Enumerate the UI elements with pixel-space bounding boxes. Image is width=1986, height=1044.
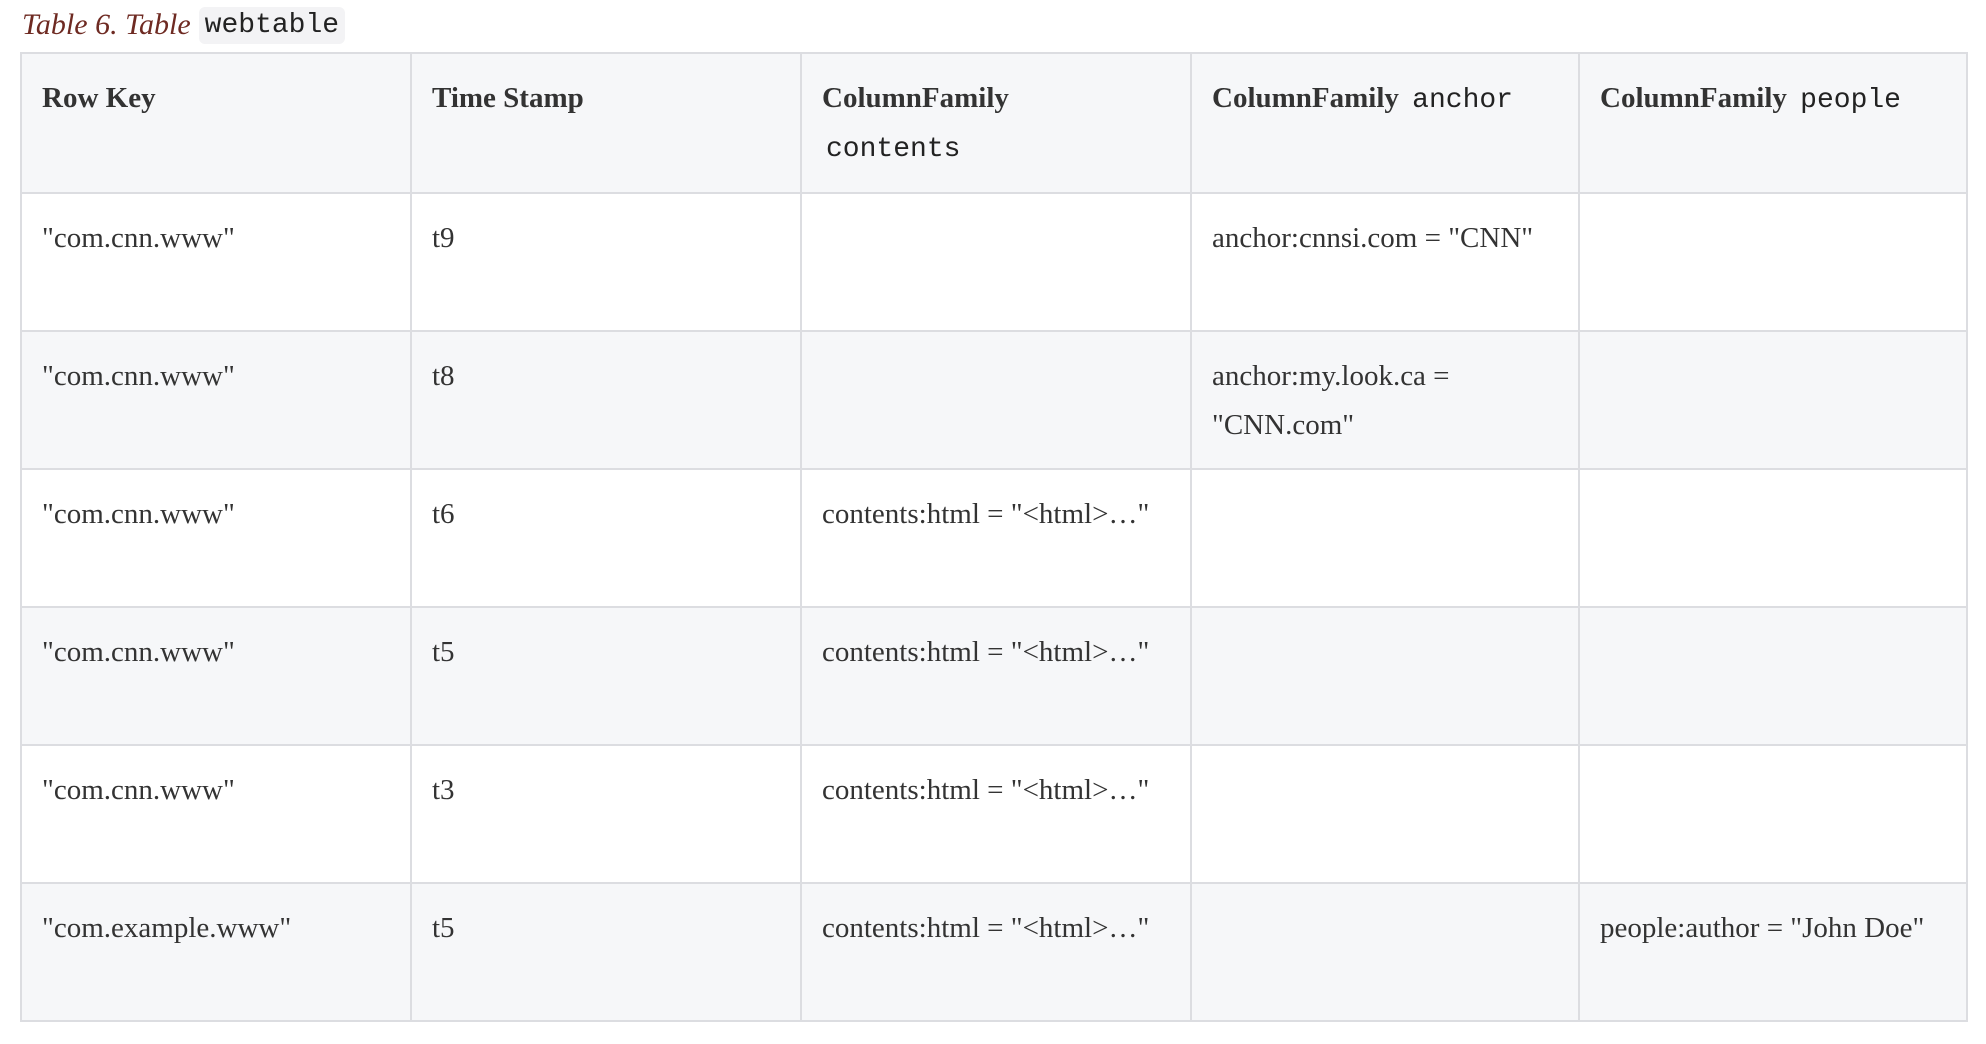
cell-contents: contents:html = "<html>…" — [800, 468, 1192, 608]
cell-time-stamp: t6 — [410, 468, 802, 608]
table-row: "com.cnn.www" t6 contents:html = "<html>… — [20, 468, 1968, 608]
cell-contents: contents:html = "<html>…" — [800, 882, 1192, 1022]
cell-contents — [800, 330, 1192, 470]
cell-people — [1578, 468, 1968, 608]
cell-people: people:author = "John Doe" — [1578, 882, 1968, 1022]
cell-time-stamp: t8 — [410, 330, 802, 470]
table-row: "com.cnn.www" t8 anchor:my.look.ca = "CN… — [20, 330, 1968, 470]
cell-anchor — [1190, 606, 1580, 746]
header-row: Row Key Time Stamp ColumnFamily contents… — [20, 52, 1968, 194]
caption-prefix: Table 6. Table — [22, 8, 191, 41]
header-family-name: contents — [826, 134, 961, 165]
header-column-family-contents: ColumnFamily contents — [800, 52, 1192, 194]
table-row: "com.cnn.www" t3 contents:html = "<html>… — [20, 744, 1968, 884]
cell-row-key: "com.cnn.www" — [20, 330, 412, 470]
cell-row-key: "com.cnn.www" — [20, 606, 412, 746]
cell-people — [1578, 744, 1968, 884]
table-row: "com.cnn.www" t5 contents:html = "<html>… — [20, 606, 1968, 746]
header-family-name: people — [1800, 85, 1901, 116]
cell-row-key: "com.cnn.www" — [20, 744, 412, 884]
cell-people — [1578, 330, 1968, 470]
webtable: Row Key Time Stamp ColumnFamily contents… — [20, 52, 1968, 1022]
cell-row-key: "com.cnn.www" — [20, 192, 412, 332]
cell-contents: contents:html = "<html>…" — [800, 606, 1192, 746]
header-label: ColumnFamily — [1212, 82, 1399, 114]
header-time-stamp: Time Stamp — [410, 52, 802, 194]
cell-anchor — [1190, 744, 1580, 884]
header-label: ColumnFamily — [822, 82, 1009, 114]
cell-contents: contents:html = "<html>…" — [800, 744, 1192, 884]
cell-contents — [800, 192, 1192, 332]
cell-anchor — [1190, 882, 1580, 1022]
cell-time-stamp: t5 — [410, 882, 802, 1022]
cell-anchor: anchor:my.look.ca = "CNN.com" — [1190, 330, 1580, 470]
header-label: ColumnFamily — [1600, 82, 1787, 114]
cell-row-key: "com.example.www" — [20, 882, 412, 1022]
header-row-key: Row Key — [20, 52, 412, 194]
cell-time-stamp: t3 — [410, 744, 802, 884]
cell-time-stamp: t9 — [410, 192, 802, 332]
table-row: "com.example.www" t5 contents:html = "<h… — [20, 882, 1968, 1022]
table-row: "com.cnn.www" t9 anchor:cnnsi.com = "CNN… — [20, 192, 1968, 332]
header-family-name: anchor — [1412, 85, 1513, 116]
cell-anchor — [1190, 468, 1580, 608]
cell-anchor: anchor:cnnsi.com = "CNN" — [1190, 192, 1580, 332]
cell-row-key: "com.cnn.www" — [20, 468, 412, 608]
cell-people — [1578, 606, 1968, 746]
table-caption: Table 6. Table webtable — [22, 0, 346, 50]
header-label: Time Stamp — [432, 82, 584, 114]
header-label: Row Key — [42, 82, 156, 114]
caption-table-name: webtable — [198, 6, 346, 44]
header-column-family-people: ColumnFamily people — [1578, 52, 1968, 194]
cell-time-stamp: t5 — [410, 606, 802, 746]
header-column-family-anchor: ColumnFamily anchor — [1190, 52, 1580, 194]
cell-people — [1578, 192, 1968, 332]
